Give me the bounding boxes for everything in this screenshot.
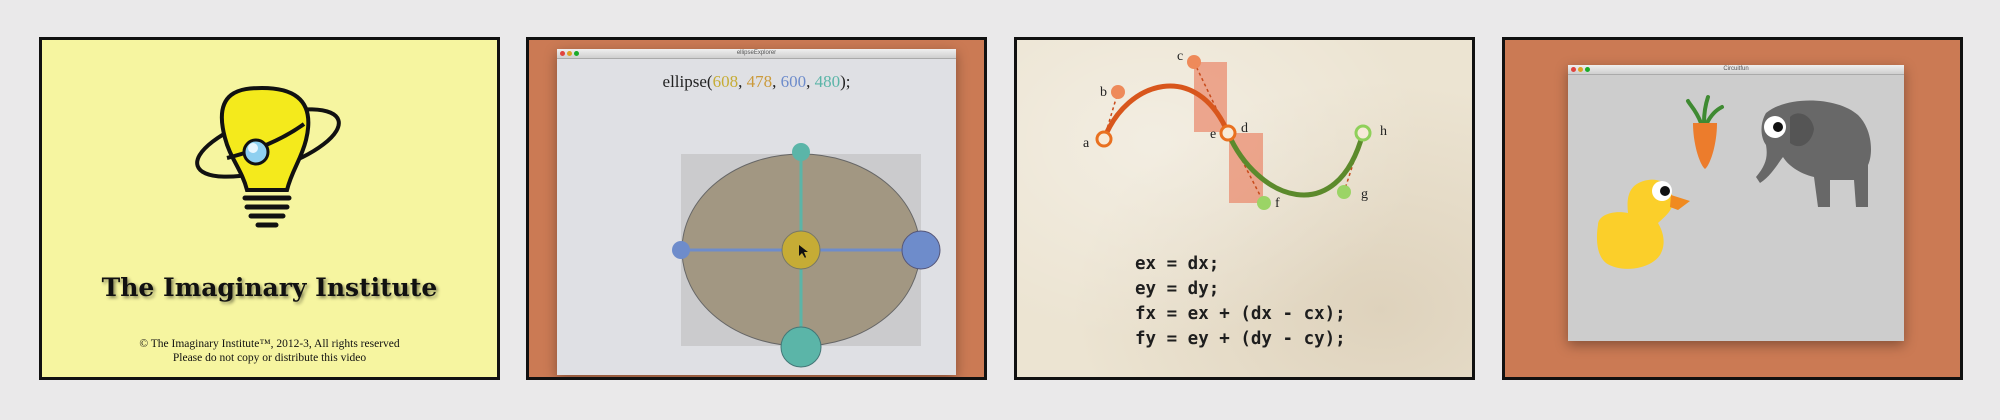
sprite-demo-panel: Circuitfun xyxy=(1502,37,1963,380)
ellipse-code: ellipse(608, 478, 600, 480); xyxy=(557,72,956,92)
label-b: b xyxy=(1100,85,1107,100)
institute-title: The Imaginary Institute xyxy=(101,273,438,302)
width-handle[interactable] xyxy=(901,230,941,270)
cursor-icon xyxy=(799,245,808,258)
curve-construction-panel: a b c d e f g h ex = dx; ey = dy; fx = ex … xyxy=(1014,37,1475,380)
label-d: d xyxy=(1241,121,1248,136)
code-separator: , xyxy=(806,72,815,91)
ellipse-explorer-panel: ellipseExplorer ellipse(608, 478, 600, 4… xyxy=(526,37,987,380)
point-h[interactable] xyxy=(1354,124,1372,142)
code-function: ellipse( xyxy=(662,72,713,91)
ellipse-canvas xyxy=(672,143,941,368)
sprite-canvas xyxy=(1596,95,1871,269)
code-arg-y: 478 xyxy=(746,72,773,91)
copyright-line: © The Imaginary Institute™, 2012-3, All … xyxy=(139,338,400,350)
code-separator: , xyxy=(738,72,747,91)
height-handle[interactable] xyxy=(780,326,822,368)
lightbulb-logo-icon xyxy=(195,85,341,228)
tangent-cd xyxy=(1193,61,1229,134)
window-title: Circuitfun xyxy=(1723,66,1749,72)
code-block: ex = dx; ey = dy; fx = ex + (dx - cx); fy =… xyxy=(1135,252,1346,352)
point-c[interactable] xyxy=(1187,55,1201,69)
code-arg-x: 608 xyxy=(712,72,739,91)
distribution-line: Please do not copy or distribute this vi… xyxy=(172,352,367,364)
code-arg-w: 600 xyxy=(780,72,807,91)
window-title: ellipseExplorer xyxy=(736,50,777,56)
code-line: fx = ex + (dx - cx); xyxy=(1135,304,1346,324)
curve-segment-1 xyxy=(1101,83,1231,140)
label-c: c xyxy=(1177,49,1184,64)
point-b[interactable] xyxy=(1111,85,1125,99)
label-e: e xyxy=(1210,127,1217,142)
label-g: g xyxy=(1361,187,1368,202)
minimize-dot-icon[interactable] xyxy=(1578,67,1583,72)
sprite-window: Circuitfun xyxy=(1568,65,1904,341)
close-dot-icon[interactable] xyxy=(1571,67,1576,72)
close-dot-icon[interactable] xyxy=(560,51,565,56)
elephant-icon[interactable] xyxy=(1756,100,1871,207)
point-g[interactable] xyxy=(1337,185,1351,199)
label-a: a xyxy=(1083,136,1090,151)
label-h: h xyxy=(1380,124,1387,139)
window-titlebar[interactable]: Circuitfun xyxy=(1568,65,1904,75)
ellipse-explorer-window: ellipseExplorer ellipse(608, 478, 600, 4… xyxy=(557,49,956,375)
label-f: f xyxy=(1275,196,1280,211)
curve-segment-2 xyxy=(1225,132,1366,198)
bezier-diagram xyxy=(1095,55,1372,210)
duck-icon[interactable] xyxy=(1596,179,1690,269)
code-line: ex = dx; xyxy=(1135,254,1220,274)
minimize-dot-icon[interactable] xyxy=(567,51,572,56)
zoom-dot-icon[interactable] xyxy=(574,51,579,56)
copyright-notice: © The Imaginary Institute™, 2012-3, All … xyxy=(42,337,497,365)
point-d[interactable] xyxy=(1219,124,1237,142)
carrot-icon[interactable] xyxy=(1686,95,1724,169)
code-end: ); xyxy=(840,72,851,91)
window-titlebar[interactable]: ellipseExplorer xyxy=(557,49,956,59)
code-separator: , xyxy=(772,72,781,91)
code-line: ey = dy; xyxy=(1135,279,1220,299)
title-slide-panel: The Imaginary Institute © The Imaginary … xyxy=(39,37,500,380)
left-handle[interactable] xyxy=(672,241,690,259)
point-a[interactable] xyxy=(1095,130,1113,148)
code-arg-h: 480 xyxy=(814,72,841,91)
zoom-dot-icon[interactable] xyxy=(1585,67,1590,72)
top-handle[interactable] xyxy=(792,143,810,161)
point-f[interactable] xyxy=(1257,196,1271,210)
code-line: fy = ey + (dy - cy); xyxy=(1135,329,1346,349)
